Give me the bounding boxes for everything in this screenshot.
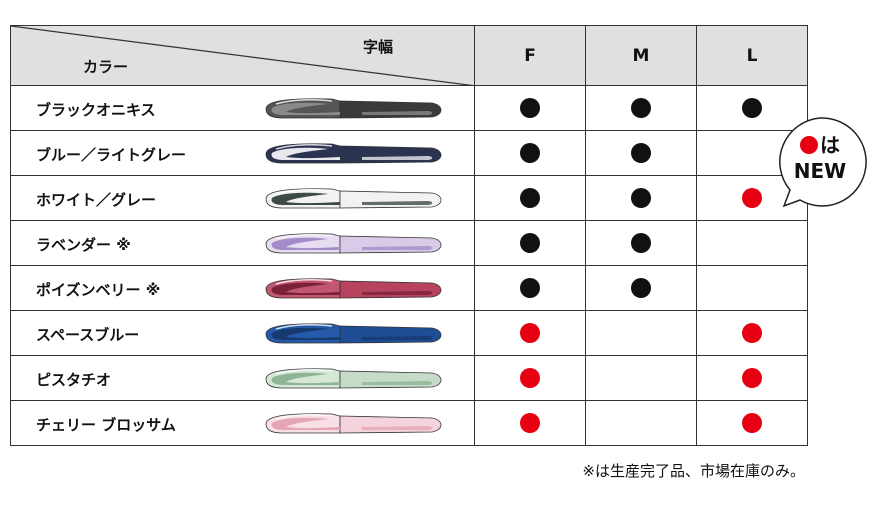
width-label: 字幅 xyxy=(363,38,394,56)
color-width-table: カラー 字幅 F M L ブラックオニキスブルー／ライトグレーホワイト／グレーラ… xyxy=(10,25,808,446)
table-row: ホワイト／グレー xyxy=(10,175,808,221)
red-dot-icon xyxy=(742,413,762,434)
availability-cell-m xyxy=(585,310,697,356)
color-label: カラー xyxy=(83,58,129,76)
color-name: ブラックオニキス xyxy=(36,101,156,119)
table-row: ポイズンベリー ※ xyxy=(10,265,808,311)
red-dot-icon xyxy=(520,323,540,344)
black-dot-icon xyxy=(520,188,540,209)
pen-image xyxy=(265,188,442,209)
pen-image xyxy=(265,278,442,299)
availability-cell-l xyxy=(696,85,808,131)
table-row: スペースブルー xyxy=(10,310,808,356)
new-callout: は NEW xyxy=(776,132,864,184)
pen-image xyxy=(265,233,442,254)
red-dot-icon xyxy=(520,368,540,389)
color-name: ブルー／ライトグレー xyxy=(36,146,187,164)
availability-cell-l xyxy=(696,220,808,266)
availability-cell-l xyxy=(696,265,808,311)
black-dot-icon xyxy=(631,188,651,209)
footnote: ※は生産完了品、市場在庫のみ。 xyxy=(582,462,805,480)
callout-text-ha: は xyxy=(820,133,840,157)
availability-cell-m xyxy=(585,85,697,131)
availability-cell-l xyxy=(696,355,808,401)
availability-cell-l xyxy=(696,400,808,446)
availability-cell-l xyxy=(696,310,808,356)
availability-cell-f xyxy=(474,310,586,356)
color-name: ピスタチオ xyxy=(36,371,112,389)
color-name: ラベンダー ※ xyxy=(36,236,131,254)
red-dot-icon xyxy=(520,413,540,434)
color-name: ポイズンベリー ※ xyxy=(36,281,161,299)
col-header-m: M xyxy=(585,25,697,86)
availability-cell-f xyxy=(474,355,586,401)
color-cell: チェリー ブロッサム xyxy=(10,400,475,446)
table-row: ブルー／ライトグレー xyxy=(10,130,808,176)
availability-cell-m xyxy=(585,265,697,311)
table-header-row: カラー 字幅 F M L xyxy=(10,25,808,86)
pen-image xyxy=(265,143,442,164)
color-cell: ラベンダー ※ xyxy=(10,220,475,266)
diagonal-line xyxy=(11,26,476,86)
table-row: ラベンダー ※ xyxy=(10,220,808,266)
availability-cell-f xyxy=(474,130,586,176)
color-cell: ブラックオニキス xyxy=(10,85,475,131)
col-header-f: F xyxy=(474,25,586,86)
availability-cell-m xyxy=(585,400,697,446)
black-dot-icon xyxy=(520,98,540,119)
black-dot-icon xyxy=(520,233,540,254)
red-dot-icon xyxy=(742,323,762,344)
black-dot-icon xyxy=(631,278,651,299)
pen-image xyxy=(265,368,442,389)
red-dot-icon xyxy=(800,136,818,154)
black-dot-icon xyxy=(631,233,651,254)
color-cell: スペースブルー xyxy=(10,310,475,356)
pen-image xyxy=(265,323,442,344)
black-dot-icon xyxy=(742,98,762,119)
availability-cell-f xyxy=(474,175,586,221)
red-dot-icon xyxy=(742,368,762,389)
pen-image xyxy=(265,98,442,119)
availability-cell-m xyxy=(585,130,697,176)
availability-cell-f xyxy=(474,265,586,311)
color-name: チェリー ブロッサム xyxy=(36,416,176,434)
availability-cell-f xyxy=(474,400,586,446)
black-dot-icon xyxy=(631,143,651,164)
color-name: ホワイト／グレー xyxy=(36,191,157,209)
callout-text-new: NEW xyxy=(793,159,847,183)
table-row: ブラックオニキス xyxy=(10,85,808,131)
availability-cell-f xyxy=(474,85,586,131)
availability-cell-m xyxy=(585,175,697,221)
color-cell: ピスタチオ xyxy=(10,355,475,401)
color-cell: ブルー／ライトグレー xyxy=(10,130,475,176)
col-header-l: L xyxy=(696,25,808,86)
table-row: チェリー ブロッサム xyxy=(10,400,808,446)
color-cell: ポイズンベリー ※ xyxy=(10,265,475,311)
black-dot-icon xyxy=(520,143,540,164)
availability-cell-f xyxy=(474,220,586,266)
pen-image xyxy=(265,413,442,434)
availability-cell-m xyxy=(585,220,697,266)
red-dot-icon xyxy=(742,188,762,209)
table-row: ピスタチオ xyxy=(10,355,808,401)
corner-header: カラー 字幅 xyxy=(10,25,476,86)
color-cell: ホワイト／グレー xyxy=(10,175,475,221)
black-dot-icon xyxy=(520,278,540,299)
black-dot-icon xyxy=(631,98,651,119)
color-name: スペースブルー xyxy=(36,326,140,344)
availability-cell-m xyxy=(585,355,697,401)
